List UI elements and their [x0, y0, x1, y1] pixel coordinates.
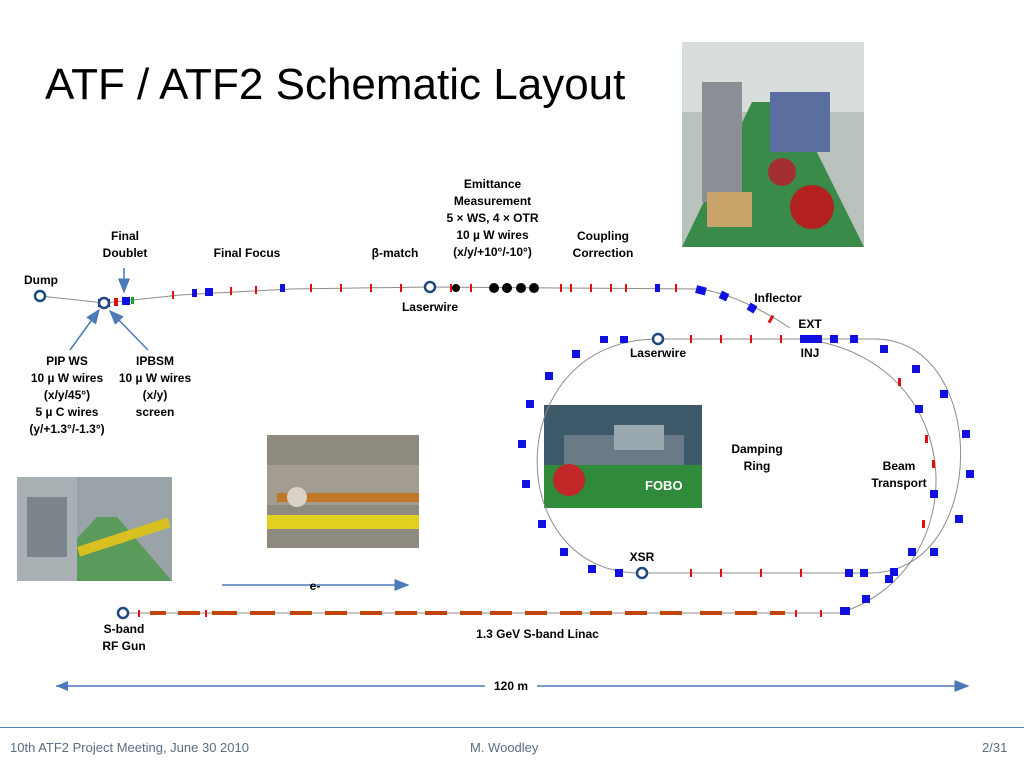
ipbsm-arrow	[108, 309, 149, 351]
beta-match-label: β-match	[371, 246, 419, 260]
laserwire-ext-marker	[423, 280, 437, 294]
laserwire-dr-marker	[651, 332, 665, 346]
linac-label: 1.3 GeV S-band Linac	[476, 627, 599, 641]
rf-gun-marker	[116, 606, 130, 620]
footer-author: M. Woodley	[470, 740, 539, 755]
emittance-wire-scanners	[452, 283, 539, 293]
fobo-label: FOBO	[645, 478, 683, 493]
photo-linac	[17, 477, 172, 581]
slide-title: ATF / ATF2 Schematic Layout	[45, 60, 626, 109]
ext-label: EXT	[798, 317, 822, 331]
electron-label: e-	[309, 579, 321, 593]
footer-meeting: 10th ATF2 Project Meeting, June 30 2010	[10, 740, 249, 755]
coupling-label: Coupling Correction	[572, 229, 634, 260]
damping-ring-label: Damping Ring	[731, 442, 783, 473]
pip-ws-arrow	[69, 308, 100, 351]
laserwire-dr-label: Laserwire	[629, 346, 687, 360]
pip-ws-label: PIP WS 10 µ W wires (x/y/45°) 5 µ C wire…	[29, 354, 105, 436]
dump-label: Dump	[24, 273, 58, 287]
length-label: 120 m	[485, 678, 537, 695]
final-doublet-label: Final Doublet	[102, 229, 148, 260]
final-focus-label: Final Focus	[213, 246, 281, 260]
laserwire-ext-label: Laserwire	[401, 300, 459, 314]
photo-damping-ring	[544, 405, 702, 508]
inj-label: INJ	[800, 346, 820, 360]
beam-transport-label: Beam Transport	[871, 459, 927, 490]
photo-linac-section	[267, 435, 419, 548]
dump-marker	[33, 289, 47, 303]
xsr-marker	[635, 566, 649, 580]
footer-page-number: 2/31	[982, 740, 1008, 755]
rf-gun-label: S-band RF Gun	[102, 622, 146, 653]
ipbsm-label: IPBSM 10 µ W wires (x/y) screen	[118, 354, 192, 419]
photo-atf2-beamline	[682, 42, 864, 247]
ip-marker	[97, 296, 111, 310]
inflector-label: Inflector	[754, 291, 802, 305]
beam-transport-magnets	[840, 378, 938, 615]
emittance-label: Emittance Measurement 5 × WS, 4 × OTR 10…	[446, 177, 539, 259]
linac-structures	[138, 610, 822, 617]
atf2-magnets	[98, 284, 775, 324]
damping-ring-magnets	[518, 335, 974, 577]
footer-divider	[0, 727, 1024, 728]
xsr-label: XSR	[629, 550, 655, 564]
beam-transport-path	[809, 339, 937, 614]
